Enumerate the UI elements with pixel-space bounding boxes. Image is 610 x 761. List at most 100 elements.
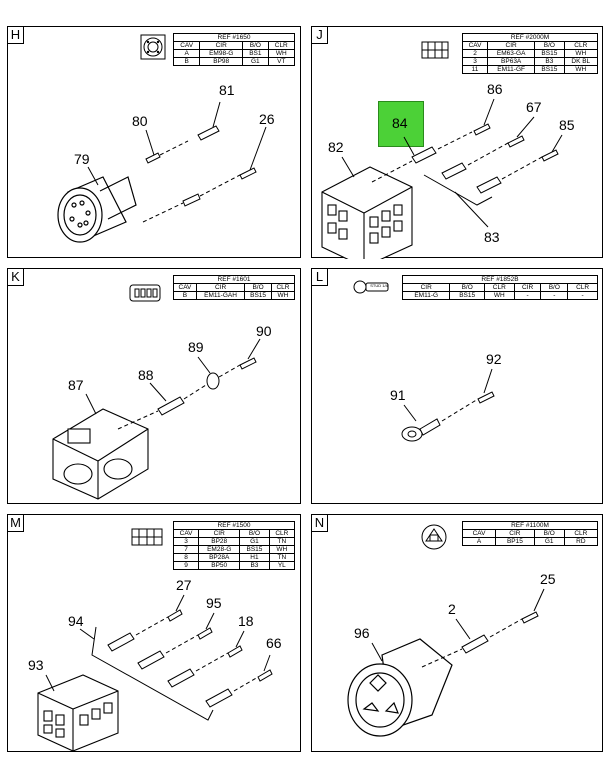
terminal-66	[205, 669, 273, 708]
ref-title: REF #2000M	[462, 33, 598, 42]
panel-j: J	[311, 26, 603, 259]
callout-90: 90	[256, 323, 272, 339]
col-header: CLR	[567, 283, 598, 292]
callout-89: 89	[188, 339, 204, 355]
col-header: B/O	[533, 529, 565, 538]
cell: 9	[172, 561, 200, 570]
cell: 7	[172, 545, 200, 554]
table-row: A EM98-G BS1 WH	[172, 49, 296, 58]
cell: BP50	[198, 561, 241, 570]
cell: BS15	[534, 65, 565, 74]
col-header: B/O	[449, 283, 485, 292]
wire-90	[218, 357, 257, 378]
callout-18: 18	[238, 613, 254, 629]
cell: BS1	[242, 49, 269, 58]
cell: EM98-G	[199, 49, 244, 58]
col-header: CAV	[173, 283, 197, 292]
col-header: CAV	[172, 529, 200, 538]
panel-n-drawing	[347, 524, 545, 737]
callout-79: 79	[74, 151, 90, 167]
cell: G1	[533, 537, 565, 546]
cell: EM63-GA	[487, 49, 536, 58]
callout-87: 87	[68, 377, 84, 393]
cell: WH	[268, 545, 296, 554]
round-connector-79	[57, 176, 137, 243]
cell: WH	[563, 65, 599, 74]
callout-95: 95	[206, 595, 222, 611]
ref-title: REF #1500	[173, 521, 295, 530]
callout-25: 25	[540, 571, 556, 587]
callout-96: 96	[354, 625, 370, 641]
callout-82: 82	[328, 139, 344, 155]
callout-26: 26	[259, 111, 275, 127]
col-header: CIR	[195, 283, 246, 292]
bracket-94	[91, 626, 214, 721]
cell: WH	[267, 49, 296, 58]
connector-body-93	[37, 674, 119, 752]
cell: B	[172, 57, 201, 66]
seal-81	[197, 125, 220, 141]
cell: BS15	[239, 545, 270, 554]
col-header: CIR	[199, 41, 244, 50]
connector-icon	[129, 284, 161, 302]
panel-h-drawing	[57, 34, 267, 243]
cell: EM28-G	[198, 545, 241, 554]
terminal-67	[441, 135, 525, 180]
panel-l: L STUD 1/4 REF #1852B CIR B/O CLR CIR B/…	[311, 268, 603, 504]
terminal-84	[371, 123, 491, 183]
cell: WH	[563, 49, 599, 58]
panel-letter-j: J	[312, 27, 328, 44]
panel-letter-m: M	[8, 515, 24, 532]
cell: BP28A	[198, 553, 241, 562]
col-header: CAV	[461, 529, 497, 538]
col-header: CLR	[563, 41, 599, 50]
callout-83: 83	[484, 229, 500, 245]
col-header: CIR	[401, 283, 451, 292]
cell: 3	[172, 537, 200, 546]
cell: -	[540, 291, 569, 300]
col-header: CIR	[513, 283, 542, 292]
callout-86: 86	[487, 81, 503, 97]
col-header: B/O	[540, 283, 569, 292]
col-header: CLR	[268, 529, 296, 538]
terminal-18	[167, 645, 243, 688]
cell: DK BL	[563, 57, 599, 66]
cell: BS15	[244, 291, 272, 300]
panel-m: M	[7, 514, 301, 752]
cell: VT	[267, 57, 296, 66]
callout-93: 93	[28, 657, 44, 673]
callout-80: 80	[132, 113, 148, 129]
cell: 3	[461, 57, 489, 66]
cell: WH	[270, 291, 296, 300]
panel-letter-l: L	[312, 269, 328, 286]
cell: YL	[268, 561, 296, 570]
cell: B3	[239, 561, 270, 570]
pin-terminal-80	[145, 140, 189, 164]
panel-l-drawing	[353, 280, 495, 442]
round-connector-96	[347, 638, 453, 737]
panel-j-drawing	[321, 41, 563, 259]
cell: RD	[563, 537, 599, 546]
cell: EM11-GF	[487, 65, 536, 74]
cell: 11	[461, 65, 489, 74]
panel-n: N REF #1100M CAV CIR B/O	[311, 514, 603, 752]
callout-27: 27	[176, 577, 192, 593]
pin-terminal-26	[142, 167, 257, 223]
round-connector-icon	[140, 34, 166, 60]
col-header: B/O	[244, 283, 272, 292]
callout-88: 88	[138, 367, 154, 383]
panel-m-drawing	[37, 528, 273, 752]
col-header: CIR	[487, 41, 536, 50]
callout-2: 2	[448, 601, 456, 617]
connector-body-82	[321, 166, 413, 259]
table-row: B BP98 G1 VT	[172, 57, 296, 66]
terminal-85	[476, 149, 559, 194]
